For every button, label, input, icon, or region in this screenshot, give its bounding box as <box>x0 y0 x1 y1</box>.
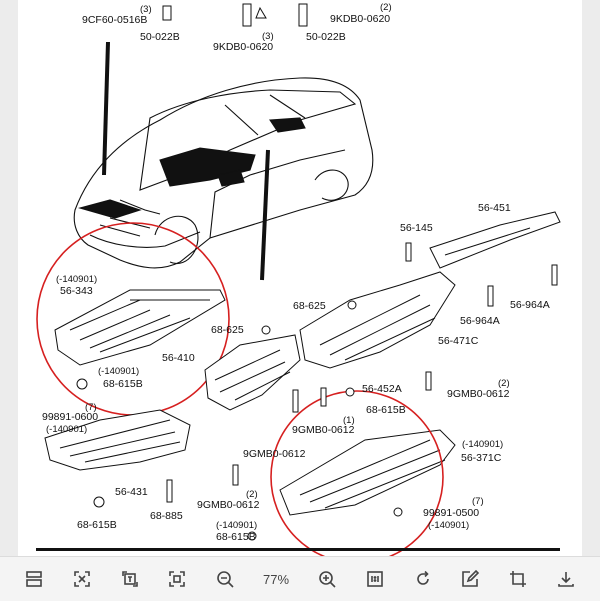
edit-icon[interactable] <box>456 565 484 593</box>
zoom-in-icon[interactable] <box>313 565 341 593</box>
label: (2) <box>246 489 258 500</box>
label: (-140901) <box>56 274 97 285</box>
car-illustration <box>73 77 374 269</box>
bracket-56-451 <box>429 211 561 269</box>
under-cover-56-343 <box>54 289 226 366</box>
label: 68-615B <box>366 404 406 416</box>
label: 56-451 <box>478 202 511 214</box>
label: (7) <box>472 496 484 507</box>
layout-icon[interactable] <box>20 565 48 593</box>
heat-shield-56-431 <box>44 409 191 471</box>
label: 9GMB0-0612 <box>447 388 510 400</box>
label: 99891-0500 <box>423 507 479 519</box>
page-rule <box>36 548 560 551</box>
label: 68-625 <box>211 324 244 336</box>
label: 56-471C <box>438 335 479 347</box>
label: 9GMB0-0612 <box>292 424 355 436</box>
label: (-140901) <box>98 366 139 377</box>
top-fasteners <box>162 3 308 27</box>
label: 56-410 <box>162 352 195 364</box>
viewer-toolbar: 77% <box>0 556 600 601</box>
label: (3) <box>262 31 274 42</box>
label: (-140901) <box>462 439 503 450</box>
label: 9GMB0-0612 <box>243 448 306 460</box>
fit-screen-icon[interactable] <box>68 565 96 593</box>
label: (2) <box>498 378 510 389</box>
label: 56-964A <box>460 315 500 327</box>
exhaust-cover-56-452a <box>299 271 456 369</box>
label: (2) <box>380 2 392 13</box>
zoom-level: 77% <box>263 571 290 587</box>
label: 9KDB0-0620 <box>213 41 273 53</box>
download-icon[interactable] <box>552 565 580 593</box>
label: 50-022B <box>306 31 346 43</box>
part-labels: (3) 9CF60-0516B 50-022B (3) 9KDB0-0620 (… <box>42 2 550 543</box>
label: 68-615B <box>77 519 117 531</box>
label: (1) <box>343 415 355 426</box>
under-cover-56-371c <box>279 429 456 516</box>
actual-size-icon[interactable] <box>361 565 389 593</box>
label: 9GMB0-0612 <box>197 499 260 511</box>
label: 99891-0600 <box>42 411 98 423</box>
label: 9KDB0-0620 <box>330 13 390 25</box>
heat-shield-56-410 <box>204 334 301 411</box>
label: 56-431 <box>115 486 148 498</box>
label: 56-145 <box>400 222 433 234</box>
label: 68-625 <box>293 300 326 312</box>
label: 56-452A <box>362 383 402 395</box>
zoom-out-icon[interactable] <box>211 565 239 593</box>
label: 9CF60-0516B <box>82 14 147 26</box>
label: (-140901) <box>46 424 87 435</box>
label: (3) <box>140 4 152 15</box>
highlight-circle-right <box>270 390 444 556</box>
rotate-icon[interactable] <box>409 565 437 593</box>
label: 56-964A <box>510 299 550 311</box>
label: (-140901) <box>428 520 469 531</box>
label: 68-885 <box>150 510 183 522</box>
crop-icon[interactable] <box>504 565 532 593</box>
label: 68-615B <box>216 531 256 543</box>
label: (-140901) <box>216 520 257 531</box>
label: (7) <box>85 402 97 413</box>
label: 68-615B <box>103 378 143 390</box>
label: 56-371C <box>461 452 502 464</box>
translate-icon[interactable] <box>116 565 144 593</box>
parts-diagram: (3) 9CF60-0516B 50-022B (3) 9KDB0-0620 (… <box>36 2 561 556</box>
label: 50-022B <box>140 31 180 43</box>
fullscreen-icon[interactable] <box>163 565 191 593</box>
fasteners <box>76 242 558 541</box>
label: 56-343 <box>60 285 93 297</box>
